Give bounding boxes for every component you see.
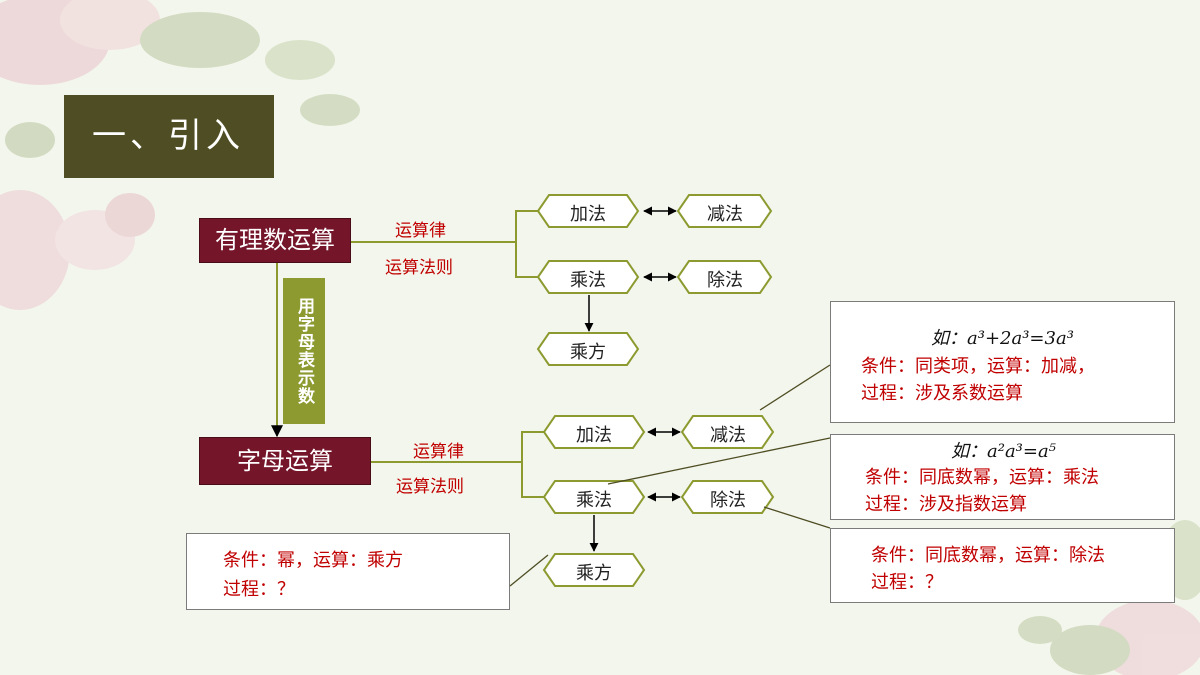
rational-operations-box: 有理数运算 bbox=[199, 218, 351, 263]
addition-condition: 条件：同类项，运算：加减， bbox=[861, 356, 1095, 377]
multiplication-process: 过程：涉及指数运算 bbox=[865, 494, 1027, 515]
multiplication-condition: 条件：同底数幂，运算：乘法 bbox=[865, 467, 1099, 488]
letter-mul-node: 乘法 bbox=[576, 490, 612, 511]
letter-rule-label: 运算法则 bbox=[396, 477, 464, 497]
rational-law-label: 运算律 bbox=[395, 221, 446, 241]
multiplication-example-box: 如：a²a³=a⁵ 条件：同底数幂，运算：乘法 过程：涉及指数运算 bbox=[830, 434, 1175, 520]
addition-example-box: 如：a³+2a³=3a³ 条件：同类项，运算：加减， 过程：涉及系数运算 bbox=[830, 301, 1175, 423]
division-process: 过程：？ bbox=[871, 572, 943, 593]
letter-sub-node: 减法 bbox=[710, 425, 746, 446]
power-process: 过程：？ bbox=[223, 579, 295, 600]
rational-sub-node: 减法 bbox=[707, 204, 743, 225]
rational-mul-node: 乘法 bbox=[570, 270, 606, 291]
letter-operations-box: 字母运算 bbox=[199, 437, 371, 485]
rational-pow-node: 乘方 bbox=[570, 342, 606, 363]
letter-add-node: 加法 bbox=[576, 425, 612, 446]
addition-example: 如：a³+2a³=3a³ bbox=[931, 328, 1074, 349]
power-info-box: 条件：幂，运算：乘方 过程：？ bbox=[186, 533, 510, 610]
rational-rule-label: 运算法则 bbox=[385, 258, 453, 278]
letter-pow-node: 乘方 bbox=[576, 563, 612, 584]
division-condition: 条件：同底数幂，运算：除法 bbox=[871, 545, 1105, 566]
letter-div-node: 除法 bbox=[710, 490, 746, 511]
letter-law-label: 运算律 bbox=[413, 442, 464, 462]
multiplication-example: 如：a²a³=a⁵ bbox=[951, 441, 1056, 462]
letter-represent-number-box: 用字母表示数 bbox=[283, 278, 325, 424]
page-title: 一、引入 bbox=[64, 95, 274, 178]
power-condition: 条件：幂，运算：乘方 bbox=[223, 550, 403, 571]
addition-process: 过程：涉及系数运算 bbox=[861, 383, 1023, 404]
division-info-box: 条件：同底数幂，运算：除法 过程：？ bbox=[830, 528, 1175, 603]
rational-div-node: 除法 bbox=[707, 270, 743, 291]
rational-add-node: 加法 bbox=[570, 204, 606, 225]
